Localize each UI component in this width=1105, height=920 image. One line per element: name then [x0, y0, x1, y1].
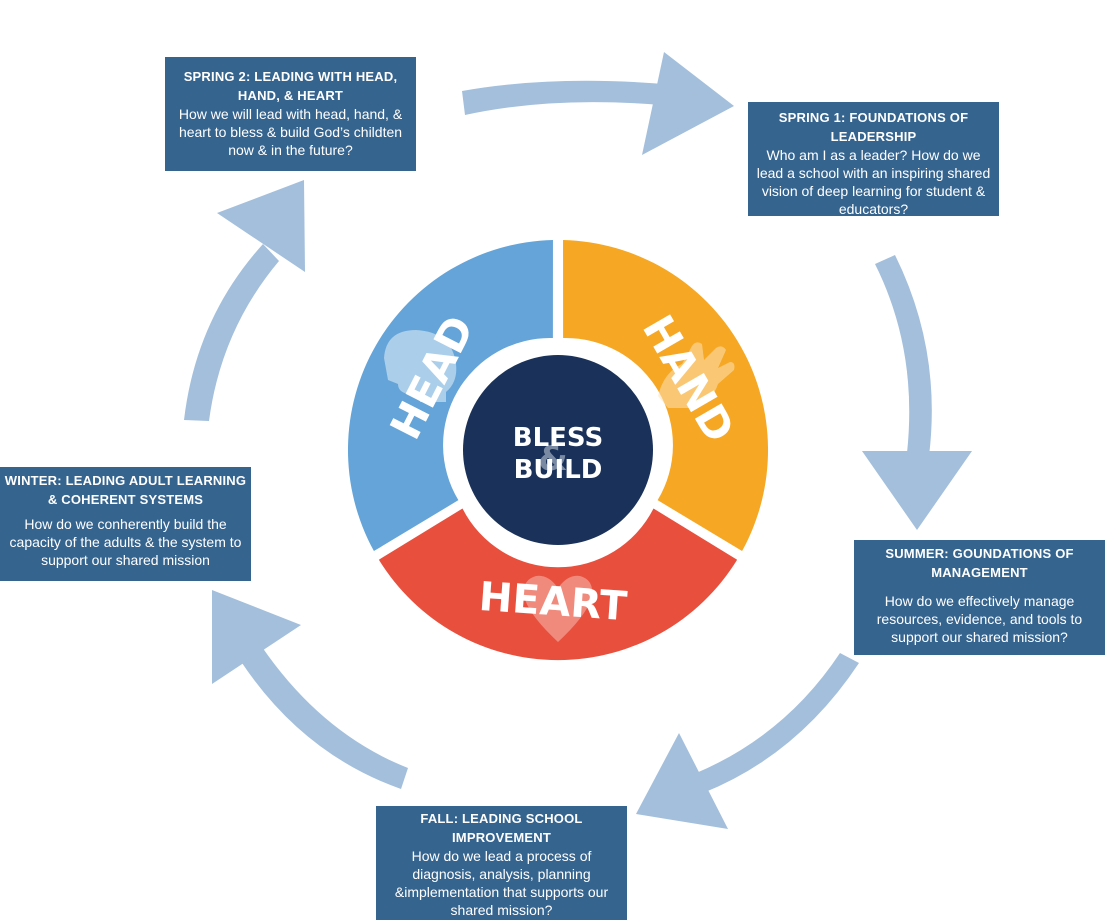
spring1-box: SPRING 1: FOUNDATIONS OF LEADERSHIP Who … — [748, 102, 999, 217]
arrow-winter-to-spring2 — [184, 180, 305, 421]
center-build: BUILD — [514, 455, 603, 485]
hand-icon — [658, 342, 735, 408]
spring1-body: Who am I as a leader? How do we lead a s… — [756, 147, 991, 217]
winter-title: WINTER: LEADING ADULT LEARNING & COHEREN… — [4, 473, 247, 507]
heart-label: HEART — [477, 574, 629, 630]
donut: HEAD HAND HEART & BLESS BUILD — [347, 240, 769, 661]
center-circle — [463, 355, 653, 545]
winter-box: WINTER: LEADING ADULT LEARNING & COHEREN… — [0, 467, 251, 581]
head-segment — [347, 240, 553, 552]
summer-title: SUMMER: GOUNDATIONS OF MANAGEMENT — [885, 546, 1074, 580]
spring2-box: SPRING 2: LEADING WITH HEAD, HAND, & HEA… — [165, 57, 416, 171]
cycle-arrows — [184, 52, 972, 829]
fall-title: FALL: LEADING SCHOOL IMPROVEMENT — [420, 811, 583, 845]
heart-segment — [378, 508, 738, 661]
heart-icon — [523, 575, 593, 642]
spring2-title: SPRING 2: LEADING WITH HEAD, HAND, & HEA… — [183, 69, 398, 103]
arrow-summer-to-fall — [636, 653, 859, 829]
fall-box: FALL: LEADING SCHOOL IMPROVEMENT How do … — [376, 806, 627, 920]
center-bless: BLESS — [513, 423, 603, 453]
summer-body: How do we effectively manage resources, … — [876, 593, 1083, 645]
spring1-title: SPRING 1: FOUNDATIONS OF LEADERSHIP — [778, 110, 969, 144]
summer-box: SUMMER: GOUNDATIONS OF MANAGEMENT How do… — [854, 540, 1105, 655]
arrow-fall-to-winter — [212, 590, 408, 789]
spring2-body: How we will lead with head, hand, & hear… — [178, 106, 403, 158]
fall-body: How do we lead a process of diagnosis, a… — [394, 848, 609, 918]
winter-body: How do we conherently build the capacity… — [9, 516, 242, 568]
head-icon — [384, 330, 457, 402]
arrow-spring1-to-summer — [862, 255, 972, 530]
center-ampersand: & — [538, 439, 568, 479]
arrow-spring2-to-spring1 — [462, 52, 734, 155]
